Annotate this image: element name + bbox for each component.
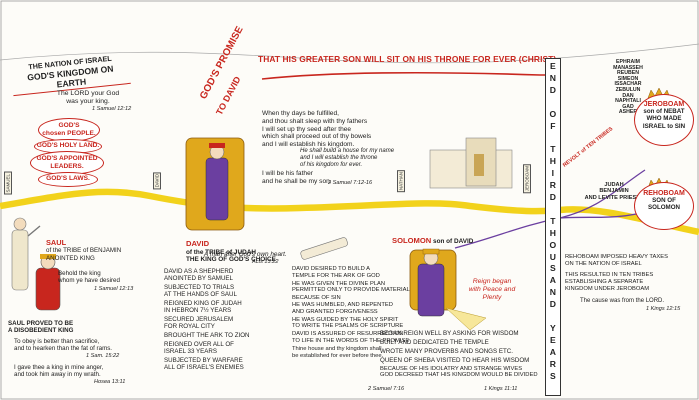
temple-fact: DAVID IS ASSURED OF RESURRECTION TO LIFE… <box>292 331 410 344</box>
bubble-laws-text: GOD'S LAWS. <box>46 175 90 182</box>
david-fact: SUBJECTED TO TRIALS AT THE HANDS OF SAUL <box>164 284 237 299</box>
marker-samuel: SAMUEL <box>4 172 12 195</box>
solomon-caption: SOLOMON son of DAVID <box>392 236 502 245</box>
saul-figure <box>35 254 61 311</box>
saul-quote: Behold the king whom ye have desired <box>58 270 120 285</box>
scroll-illustration <box>300 237 348 260</box>
saul-caption: SAUL of the TRIBE of BENJAMIN ANOINTED K… <box>46 232 156 262</box>
david-fact: BROUGHT THE ARK TO ZION <box>164 332 250 339</box>
banner-text: THAT HIS GREATER SON WILL SIT ON HIS THR… <box>258 54 557 64</box>
david-facts-list: DAVID AS A SHEPHERD ANOINTED BY SAMUEL S… <box>164 268 290 373</box>
david-caption: DAVID of the TRIBE of JUDAH THE KING OF … <box>186 233 326 264</box>
solomon-title: son of DAVID <box>433 238 474 245</box>
banner-underline <box>261 71 560 80</box>
david-heart-ref: Acts 13:22 <box>252 259 279 265</box>
rehoboam-name: REHOBOAM <box>643 190 685 197</box>
rehoboam-rest: SON OF SOLOMON <box>648 197 680 212</box>
david-fact: REIGNED KING OF JUDAH IN HEBRON 7½ YEARS <box>164 300 242 315</box>
division-summary-2: THIS RESULTED IN TEN TRIBES ESTABLISHING… <box>565 272 654 292</box>
intro-quote: The LORD your God was your king. <box>56 90 120 105</box>
david-temple-facts-list: DAVID DESIRED TO BUILD A TEMPLE FOR THE … <box>292 266 418 359</box>
saul-obey-ref: 1 Sam. 15:22 <box>86 353 120 359</box>
solomon-facts-list: BEGAN REIGN WELL BY ASKING FOR WISDOM BU… <box>380 330 540 379</box>
bubble-leaders-text: GOD'S APPOINTED LEADERS. <box>36 155 98 170</box>
saul-name: SAUL <box>46 238 67 248</box>
division-cause-ref: 1 Kings 12:15 <box>646 306 681 312</box>
throne-ref: 2 Samuel 7:16 <box>368 386 405 392</box>
temple-fact: DAVID DESIRED TO BUILD A TEMPLE FOR THE … <box>292 266 380 279</box>
david-fact: DAVID AS A SHEPHERD ANOINTED BY SAMUEL <box>164 268 234 283</box>
solomon-ref: 1 Kings 11:11 <box>484 386 518 392</box>
david-title: of the TRIBE of JUDAH THE KING OF GOD'S … <box>186 248 276 264</box>
throne-quote: Thine house and thy kingdom shall be est… <box>292 345 384 359</box>
temple-fact: HE WAS GUIDED BY THE HOLY SPIRIT TO WRIT… <box>292 316 404 330</box>
david-heart: A man after God's own heart. <box>204 251 287 258</box>
saul-obey: To obey is better than sacrifice, and to… <box>14 338 113 353</box>
division-cause: The cause was from the LORD. <box>580 298 665 304</box>
solomon-fact: WROTE MANY PROVERBS AND SONGS ETC. <box>380 347 513 355</box>
david-fact: REIGNED OVER ALL OF ISRAEL 33 YEARS <box>164 340 234 355</box>
solomon-name: SOLOMON <box>392 236 432 245</box>
bubble-laws: GOD'S LAWS. <box>38 172 98 187</box>
solomon-peace: Reign began with Peace and Plenty <box>468 278 516 301</box>
bubble-land-text: GOD'S HOLY LAND. <box>36 142 100 149</box>
david-fact: SUBJECTED BY WARFARE ALL OF ISRAEL'S ENE… <box>164 356 244 371</box>
bubble-people: GOD'S chosen PEOPLE. <box>38 118 100 142</box>
david-figure <box>185 137 245 231</box>
marker-david: DAVID <box>153 172 161 190</box>
solomon-fact: QUEEN OF SHEBA VISITED TO HEAR HIS WISDO… <box>380 356 530 364</box>
timeline-ribbon <box>0 188 699 236</box>
marker-jeroboam: JEROBOAM <box>523 164 531 194</box>
temple-illustration <box>429 137 513 189</box>
saul-title: of the TRIBE of BENJAMIN ANOINTED KING <box>46 247 122 262</box>
saul-quote-ref: 1 Samuel 12:13 <box>94 286 134 292</box>
solomon-figure <box>409 248 487 331</box>
division-summary: REHOBOAM IMPOSED HEAVY TAXES ON THE NATI… <box>565 254 668 267</box>
saul-proved: SAUL PROVED TO BE A DISOBEDIENT KING <box>8 320 74 335</box>
solomon-fact: BUILT AND DEDICATED THE TEMPLE <box>380 338 489 346</box>
marker-nathan: NATHAN <box>397 170 405 193</box>
bubble-people-text: GOD'S chosen PEOPLE. <box>42 122 96 137</box>
temple-fact: HE WAS GIVEN THE DIVINE PLAN PERMITTED O… <box>292 280 410 294</box>
jeroboam-rest: son of NEBAT WHO MADE ISRAEL to SIN <box>642 108 686 130</box>
samuel-figure <box>11 217 41 291</box>
david-name: DAVID <box>186 239 210 249</box>
jeroboam-name: JEROBOAM <box>643 101 685 108</box>
saul-gave: I gave thee a king in mine anger, and to… <box>14 364 104 379</box>
solomon-fact: BECAUSE OF HIS IDOLATRY AND STRANGE WIVE… <box>380 365 538 379</box>
david-fact: SECURED JERUSALEM FOR ROYAL CITY <box>164 316 234 331</box>
saul-gave-ref: Hosea 13:11 <box>94 379 126 385</box>
promise-father: I will be his father and he shall be my … <box>262 170 332 185</box>
judah-label: JUDAH BENJAMIN AND LEVITE PRIESTS <box>584 182 644 201</box>
promise-ref: 2 Samuel 7:12-16 <box>328 180 373 186</box>
temple-fact: BECAUSE OF SIN HE WAS HUMBLED, AND REPEN… <box>292 295 393 315</box>
end-third-thousand-years-band: E N D O F T H I R D T H O U S A N D Y E … <box>545 58 561 396</box>
promise-lines: When thy days be fulfilled, and thou sha… <box>262 110 372 149</box>
ten-tribes-list: EPHRAIM MANASSEH REUBEN SIMEON ISSACHAR … <box>613 59 643 116</box>
promise-house: He shall build a house for my name and I… <box>300 148 395 168</box>
solomon-fact: BEGAN REIGN WELL BY ASKING FOR WISDOM <box>380 330 519 337</box>
intro-quote-ref: 1 Samuel 12:12 <box>92 106 132 112</box>
